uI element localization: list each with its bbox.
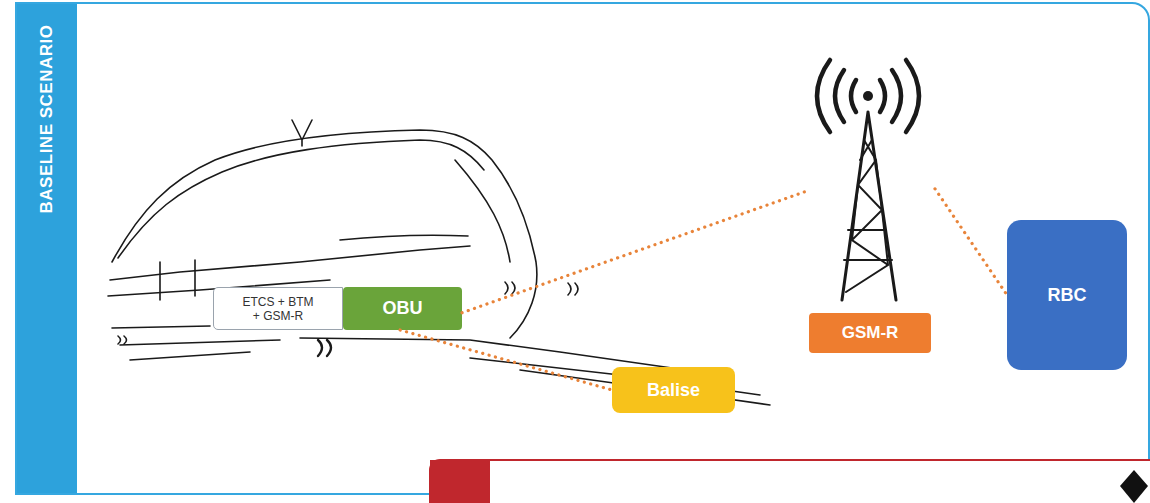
train-door [160, 260, 195, 300]
tower-lattice [844, 230, 892, 260]
wheel-mark [118, 336, 127, 344]
dotted-link [462, 192, 805, 313]
panel-band [430, 460, 490, 503]
train-window [340, 235, 468, 240]
train-window-line [110, 246, 470, 280]
signal-wave [817, 60, 856, 132]
dotted-link [935, 189, 1007, 295]
tower-lattice [846, 140, 888, 292]
radio-tower-node: GSM-R [805, 65, 935, 353]
diamond-symbol [1120, 470, 1148, 503]
wheel-mark [318, 340, 331, 356]
train-windshield [455, 160, 510, 262]
radio-tower [817, 60, 919, 300]
train-sketch [108, 120, 770, 405]
box-label: OBU [383, 298, 423, 319]
box-label: RBC [1048, 285, 1087, 306]
tower-leg [842, 112, 896, 300]
train-body [112, 130, 537, 338]
train-roof-line [118, 140, 484, 258]
balise-box: Balise [612, 367, 735, 413]
rbc-box: RBC [1007, 220, 1127, 370]
box-label: ETCS + BTM + GSM-R [239, 295, 317, 323]
box-label: Balise [647, 380, 700, 401]
dotted-link [400, 330, 612, 390]
obu-box: OBU [343, 287, 462, 330]
pantograph [292, 120, 312, 146]
box-label: GSM-R [809, 313, 931, 353]
scenario-title: BASELINE SCENARIO [17, 4, 77, 234]
equipment-box: ETCS + BTM + GSM-R [213, 287, 343, 330]
panel-frame [430, 460, 1150, 503]
signal-wave [880, 60, 919, 132]
scenario-panel: BASELINE SCENARIO ETCS + BTM + GSM-R OBU GS… [15, 2, 1150, 495]
antenna-tip [863, 91, 873, 101]
